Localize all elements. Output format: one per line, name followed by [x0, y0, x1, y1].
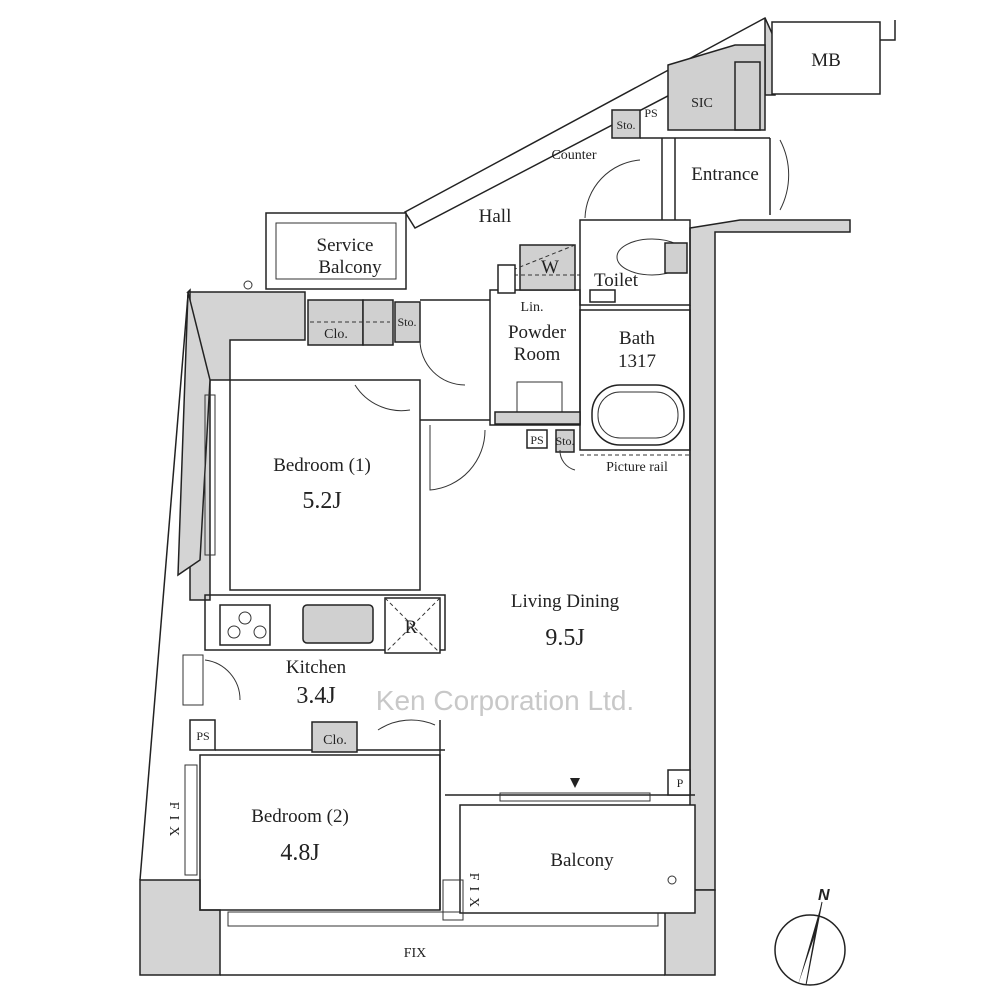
label-toilet: Toilet: [594, 270, 639, 291]
label-bedroom-1: Bedroom (1): [273, 455, 371, 476]
label-washer: W: [541, 257, 559, 278]
drain-icon: [243, 280, 253, 290]
label-bath-size: 1317: [618, 351, 656, 372]
mb-box: [771, 21, 881, 95]
room-labels: MB SIC PS Sto. Counter Entrance Hall Ser…: [166, 50, 841, 961]
label-fix: FIX: [466, 873, 481, 914]
label-bath: Bath: [619, 328, 655, 349]
label-service-balcony: Service: [317, 235, 374, 256]
label-ps: PS: [196, 729, 209, 743]
label-p: P: [677, 776, 684, 790]
label-kitchen-size: 3.4J: [296, 683, 335, 709]
watermark: Ken Corporation Ltd.: [376, 685, 634, 716]
label-living-dining-size: 9.5J: [545, 625, 584, 651]
label-sic: SIC: [691, 96, 713, 111]
label-fix: FIX: [404, 946, 427, 961]
door-swings: [204, 139, 790, 731]
label-linen: Lin.: [521, 300, 544, 315]
label-bedroom-2: Bedroom (2): [251, 806, 349, 827]
label-storage: Sto.: [616, 118, 635, 132]
label-powder-room: Powder: [508, 322, 567, 343]
label-storage: Sto.: [555, 434, 574, 448]
label-powder-room: Room: [514, 344, 561, 365]
drain-icon: [667, 875, 677, 885]
label-closet: Clo.: [324, 327, 348, 342]
label-refrigerator: R: [405, 617, 418, 638]
label-ps: PS: [644, 106, 657, 120]
entry-marker-icon: [570, 778, 580, 788]
label-bedroom-1-size: 5.2J: [302, 488, 341, 514]
exterior-walls: [139, 16, 896, 976]
label-mb: MB: [811, 50, 841, 71]
label-hall: Hall: [479, 206, 512, 227]
compass-label: N: [818, 887, 830, 904]
label-entrance: Entrance: [691, 164, 759, 185]
label-fix: FIX: [166, 802, 181, 843]
label-balcony: Balcony: [550, 850, 614, 871]
label-ps: PS: [530, 433, 543, 447]
label-living-dining: Living Dining: [511, 591, 620, 612]
label-closet: Clo.: [323, 733, 347, 748]
interior-walls: [182, 44, 771, 921]
label-bedroom-2-size: 4.8J: [280, 840, 319, 866]
label-counter: Counter: [551, 148, 596, 163]
stove-icon: [227, 611, 267, 639]
north-compass-icon: N: [774, 887, 846, 986]
label-service-balcony: Balcony: [318, 257, 382, 278]
label-picture-rail: Picture rail: [606, 460, 668, 475]
label-kitchen: Kitchen: [286, 657, 347, 678]
label-storage: Sto.: [397, 315, 416, 329]
